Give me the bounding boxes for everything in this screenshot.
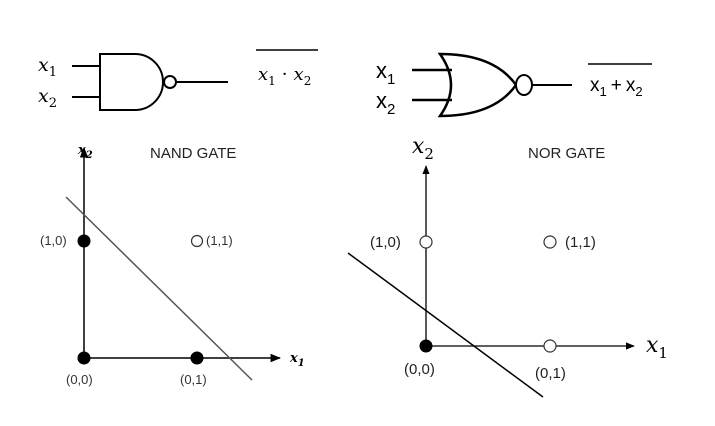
nor-point-0-0-label: (0,0)	[404, 361, 435, 378]
nand-point-0-0	[77, 351, 91, 365]
nand-y-axis-label: x2	[77, 143, 93, 161]
nor-point-1-0-label: (1,0)	[370, 234, 401, 251]
nand-gate: x1 x2 x1·x2	[38, 49, 318, 111]
nor-inversion-bubble	[515, 74, 533, 96]
nor-input-1-label: x1	[376, 58, 395, 88]
nand-point-0-1-label: (0,1)	[180, 372, 207, 387]
nand-point-0-1	[190, 351, 204, 365]
nand-gate-body	[99, 53, 164, 111]
nor-input-2-label: x2	[376, 88, 395, 118]
nor-point-0-1	[543, 339, 557, 353]
nand-point-0-0-label: (0,0)	[66, 372, 93, 387]
nand-plot: NAND GATE x2 x1 (0,0) (0,1) (1,0) (1,1)	[40, 143, 305, 387]
nor-point-1-1	[543, 235, 557, 249]
nand-output-expression: x1·x2	[258, 64, 311, 88]
nor-output-expression: x1+x2	[590, 75, 643, 99]
nor-decision-boundary	[347, 252, 544, 398]
nor-point-0-0	[419, 339, 433, 353]
nand-input-1-label: x1	[38, 54, 57, 80]
nand-point-1-1-label: (1,1)	[206, 233, 233, 248]
nor-point-0-1-label: (0,1)	[535, 365, 566, 382]
nand-input-2-label: x2	[38, 85, 57, 111]
nand-inversion-bubble	[163, 75, 177, 89]
nor-x-axis-label: x1	[646, 333, 668, 362]
nor-gate-title: NOR GATE	[528, 145, 605, 162]
nor-plot: NOR GATE x2 x1 (0,0) (0,1) (1,0) (1,1)	[347, 134, 668, 398]
nand-x-axis-label: x1	[289, 351, 305, 369]
nand-point-1-1	[190, 234, 204, 248]
nand-point-1-0-label: (1,0)	[40, 233, 67, 248]
nor-gate: x1 x2 x1+x2	[376, 52, 652, 118]
nor-y-axis-label: x2	[412, 134, 434, 163]
nand-gate-title: NAND GATE	[150, 145, 236, 162]
nand-decision-boundary	[65, 196, 253, 381]
nor-gate-body	[437, 52, 518, 118]
nor-point-1-1-label: (1,1)	[565, 234, 596, 251]
nor-point-1-0	[419, 235, 433, 249]
nand-point-1-0	[77, 234, 91, 248]
